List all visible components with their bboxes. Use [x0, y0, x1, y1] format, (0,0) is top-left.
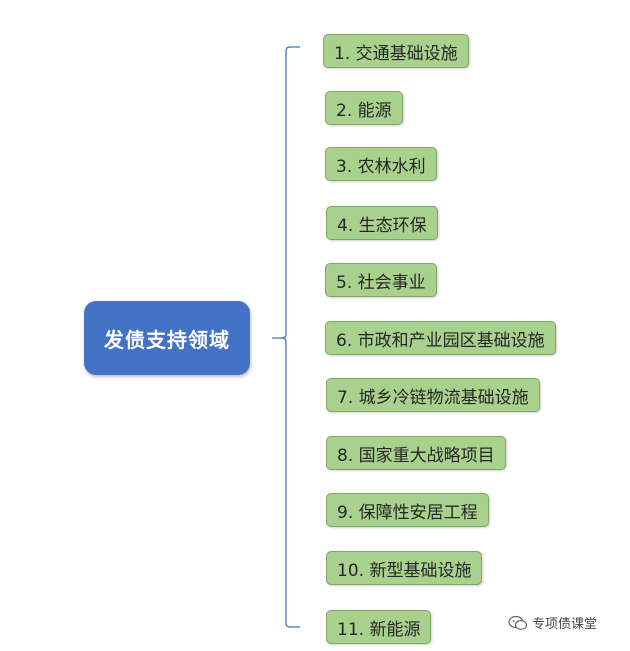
root-label: 发债支持领域	[104, 327, 230, 352]
item-node-4: 4. 生态环保	[326, 206, 438, 240]
watermark-text: 专项债课堂	[532, 617, 598, 632]
item-label: 1. 交通基础设施	[334, 43, 458, 64]
wechat-icon	[508, 615, 528, 630]
item-label: 9. 保障性安居工程	[337, 502, 478, 523]
item-node-8: 8. 国家重大战略项目	[326, 436, 506, 470]
item-node-7: 7. 城乡冷链物流基础设施	[326, 378, 540, 412]
item-label: 3. 农林水利	[336, 156, 426, 177]
item-label: 7. 城乡冷链物流基础设施	[337, 387, 529, 408]
item-label: 6. 市政和产业园区基础设施	[336, 330, 545, 351]
watermark: 专项债课堂	[508, 613, 597, 632]
item-label: 11. 新能源	[337, 619, 421, 640]
item-label: 8. 国家重大战略项目	[337, 445, 495, 466]
item-label: 4. 生态环保	[337, 215, 427, 236]
item-node-11: 11. 新能源	[326, 610, 432, 644]
item-label: 10. 新型基础设施	[337, 560, 472, 581]
item-label: 5. 社会事业	[336, 272, 426, 293]
item-node-2: 2. 能源	[325, 91, 403, 125]
item-label: 2. 能源	[336, 100, 392, 121]
item-node-9: 9. 保障性安居工程	[326, 493, 489, 527]
item-node-10: 10. 新型基础设施	[326, 551, 483, 585]
root-node: 发债支持领域	[84, 301, 250, 375]
item-node-6: 6. 市政和产业园区基础设施	[325, 321, 556, 355]
item-node-5: 5. 社会事业	[325, 263, 437, 297]
item-node-1: 1. 交通基础设施	[323, 34, 469, 68]
item-node-3: 3. 农林水利	[325, 147, 437, 181]
